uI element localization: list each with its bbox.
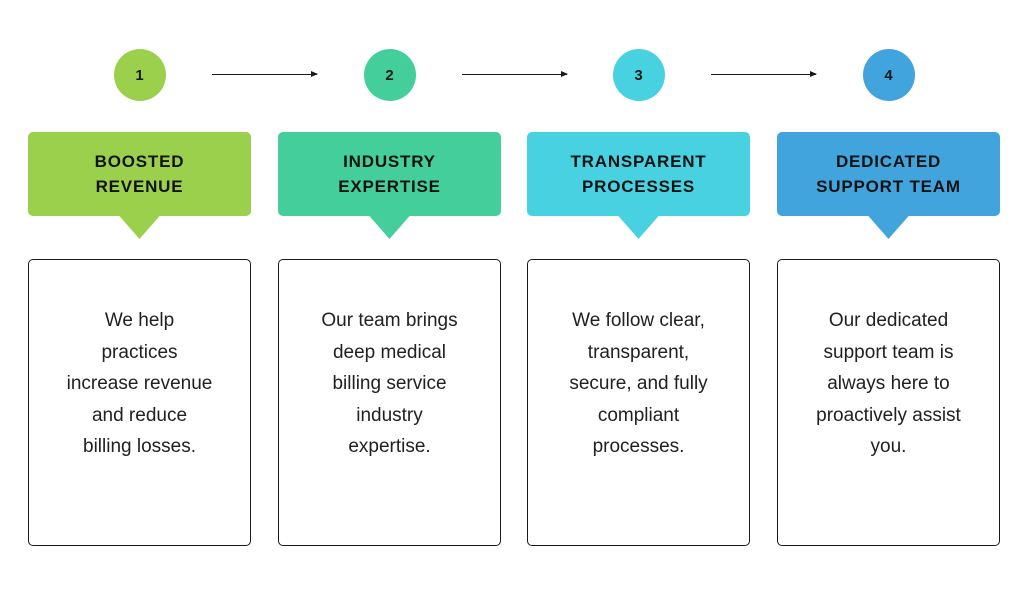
step-number-circle: 1 xyxy=(113,49,166,101)
description-line: support team is xyxy=(823,341,954,363)
step-number: 4 xyxy=(884,66,893,84)
step-title: SUPPORT TEAM xyxy=(816,177,961,196)
step-description-box: We follow clear, transparent, secure, an… xyxy=(527,259,750,546)
description-line: processes. xyxy=(592,436,685,457)
step-number-circle: 3 xyxy=(612,49,665,101)
pointer-tail-icon xyxy=(118,215,161,239)
step-description-box: Our team brings deep medical billing ser… xyxy=(278,259,501,546)
description-line: increase revenue xyxy=(66,373,213,394)
step-number: 2 xyxy=(385,66,394,84)
step-header: DEDICATED SUPPORT TEAM xyxy=(777,132,1000,216)
step-number-circle: 2 xyxy=(363,49,416,101)
description-line: proactively assist xyxy=(816,404,961,426)
pointer-tail-icon xyxy=(368,215,411,239)
step-column-3: 3 TRANSPARENT PROCESSES We follow clear,… xyxy=(527,0,750,616)
arrow-right-icon xyxy=(212,70,318,77)
description-line: We help xyxy=(104,310,175,331)
step-title: REVENUE xyxy=(95,177,184,196)
description-line: We follow clear, xyxy=(572,310,705,331)
step-title: EXPERTISE xyxy=(338,177,441,196)
step-description-box: Our dedicated support team is always her… xyxy=(777,259,1000,546)
pointer-tail-icon xyxy=(867,215,910,239)
step-header: BOOSTED REVENUE xyxy=(28,132,251,216)
step-title: TRANSPARENT xyxy=(570,152,707,171)
step-column-2: 2 INDUSTRY EXPERTISE Our team brings dee… xyxy=(278,0,501,616)
step-header: TRANSPARENT PROCESSES xyxy=(527,132,750,216)
description-line: always here to xyxy=(827,373,950,394)
arrow-right-icon xyxy=(462,70,568,77)
pointer-tail-icon xyxy=(617,215,660,239)
description-line: you. xyxy=(870,436,907,457)
description-line: billing service xyxy=(332,373,447,394)
arrow-right-icon xyxy=(711,70,817,77)
description-line: compliant xyxy=(597,404,680,426)
description-line: practices xyxy=(101,341,178,363)
step-number: 3 xyxy=(634,66,643,84)
description-line: industry xyxy=(356,404,423,426)
step-column-1: 1 BOOSTED REVENUE We help practices incr… xyxy=(28,0,251,616)
description-line: Our dedicated xyxy=(828,310,949,331)
step-title: PROCESSES xyxy=(581,177,695,196)
step-title: BOOSTED xyxy=(94,152,185,171)
step-description-box: We help practices increase revenue and r… xyxy=(28,259,251,546)
description-line: expertise. xyxy=(348,436,431,457)
step-title: INDUSTRY xyxy=(343,152,436,171)
description-line: transparent, xyxy=(587,341,690,363)
step-column-4: 4 DEDICATED SUPPORT TEAM Our dedicated s… xyxy=(777,0,1000,616)
description-line: Our team brings xyxy=(321,310,458,331)
step-title: DEDICATED xyxy=(835,152,942,171)
description-line: billing losses. xyxy=(83,436,196,457)
description-line: and reduce xyxy=(91,404,188,426)
step-number: 1 xyxy=(135,66,144,84)
description-line: secure, and fully xyxy=(569,373,708,394)
step-number-circle: 4 xyxy=(862,49,915,101)
description-line: deep medical xyxy=(332,341,447,363)
step-header: INDUSTRY EXPERTISE xyxy=(278,132,501,216)
